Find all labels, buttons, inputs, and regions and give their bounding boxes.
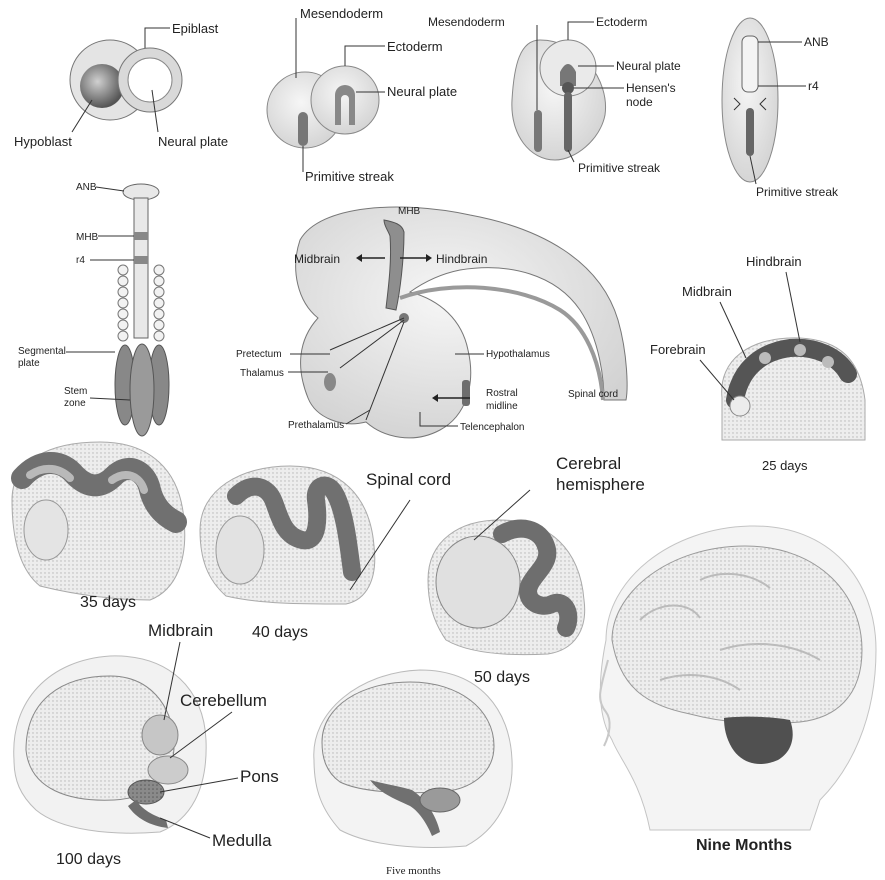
ectoderm-label-2: Ectoderm: [596, 15, 647, 29]
panel-35-days: 35 days: [12, 442, 185, 611]
caption-100-days: 100 days: [56, 851, 121, 868]
cerebral-hemisphere-label-line2: hemisphere: [556, 475, 645, 494]
hindbrain-vesicle-2: [822, 356, 834, 368]
hypoblast-core: [80, 64, 124, 108]
rostral-midline-label-line1: Rostral: [486, 388, 518, 399]
cerebral-hemisphere-50-days: [436, 536, 520, 628]
forebrain-35-days: [24, 500, 68, 560]
forebrain-40-days: [216, 516, 264, 584]
ectoderm-disc: [311, 66, 379, 134]
rostral-midline-label-line2: midline: [486, 401, 518, 412]
panel-elongated-embryo: ANB r4 Primitive streak: [722, 18, 839, 199]
midbrain-100-days: [142, 715, 178, 755]
pons-100-days: [128, 780, 164, 804]
midbrain-leader-2: [720, 302, 746, 358]
primitive-streak-label-2: Primitive streak: [578, 161, 661, 175]
telencephalon-label: Telencephalon: [460, 422, 525, 433]
caption-25-days: 25 days: [762, 458, 808, 473]
stem-zone-shape: [130, 344, 154, 436]
neural-tube-anterior: [742, 36, 758, 92]
caption-35-days: 35 days: [80, 594, 136, 611]
pretectum-label: Pretectum: [236, 349, 282, 360]
midbrain-label-2: Midbrain: [682, 284, 732, 299]
r4-label: r4: [808, 79, 819, 93]
mesendoderm-label: Mesendoderm: [300, 6, 383, 21]
embryonic-brain-outline: [296, 207, 627, 438]
medulla-label: Medulla: [212, 831, 272, 850]
neural-plate-label: Neural plate: [158, 134, 228, 149]
mhb-label-2: MHB: [398, 206, 421, 217]
anb-leader-2: [96, 187, 124, 191]
caption-five-months: Five months: [386, 865, 441, 877]
hindbrain-leader-2: [786, 272, 800, 342]
spinal-cord-label-2: Spinal cord: [366, 470, 451, 489]
cerebral-hemisphere-label-line1: Cerebral: [556, 454, 621, 473]
r4-band: [134, 256, 148, 264]
ectoderm-leader-2: [568, 22, 594, 40]
cerebellum-five-months: [420, 788, 460, 812]
hensens-node-label-line1: Hensen's: [626, 81, 676, 95]
ectoderm-label: Ectoderm: [387, 39, 443, 54]
midbrain-label-3: Midbrain: [148, 621, 213, 640]
panel-40-days: Spinal cord 40 days: [200, 466, 451, 641]
panel-early-embryo: Epiblast Hypoblast Neural plate: [14, 21, 228, 149]
primitive-streak-shape-2: [564, 92, 572, 152]
midbrain-vesicle: [759, 352, 771, 364]
mhb-label: MHB: [76, 232, 99, 243]
anb-label-2: ANB: [76, 182, 97, 193]
epiblast-label: Epiblast: [172, 21, 219, 36]
segmental-plate-label-line2: plate: [18, 358, 40, 369]
midbrain-label: Midbrain: [294, 252, 340, 266]
panel-neural-tube-somites: ANB MHB r4 Segmental plate Stem zone: [18, 182, 169, 436]
hypoblast-label: Hypoblast: [14, 134, 72, 149]
caption-nine-months: Nine Months: [696, 837, 792, 854]
mesendoderm-streak: [534, 110, 542, 152]
neural-plate-label-3: Neural plate: [616, 59, 681, 73]
mesendoderm-label-2: Mesendoderm: [428, 15, 505, 29]
epiblast-leader: [145, 28, 170, 48]
panel-25-days: Hindbrain Midbrain Forebrain 25 days: [650, 254, 865, 473]
cerebrum-five-months: [322, 682, 494, 793]
neural-plate-label-2: Neural plate: [387, 84, 457, 99]
panel-five-months: Five months: [314, 670, 512, 877]
somite-column-left: [118, 265, 128, 341]
pretectum-patch: [324, 373, 336, 391]
spinal-cord-label: Spinal cord: [568, 389, 618, 400]
thalamus-label: Thalamus: [240, 368, 284, 379]
hindbrain-vesicle-1: [794, 344, 806, 356]
panel-100-days: Midbrain Cerebellum Pons Medulla 100 day…: [14, 621, 279, 868]
pons-label: Pons: [240, 767, 279, 786]
stem-zone-label-line1: Stem: [64, 386, 87, 397]
hensens-node-label-line2: node: [626, 95, 653, 109]
caption-40-days: 40 days: [252, 624, 308, 641]
rostral-midline-patch: [462, 380, 470, 406]
mhb-band: [134, 232, 148, 240]
cerebellum-100-days: [148, 756, 188, 784]
caption-50-days: 50 days: [474, 669, 530, 686]
panel-nine-months: Nine Months: [600, 526, 876, 854]
r4-label-2: r4: [76, 255, 85, 266]
primitive-streak-label: Primitive streak: [305, 169, 394, 184]
neural-tube-shaft: [134, 198, 148, 338]
panel-gastrula: Mesendoderm Ectoderm Neural plate Primit…: [267, 6, 457, 184]
panel-neural-plate-stage: Mesendoderm Ectoderm Neural plate Hensen…: [428, 15, 681, 175]
panel-embryonic-brain-regions: MHB Midbrain Hindbrain Pretectum Thalamu…: [236, 206, 627, 438]
prethalamus-label: Prethalamus: [288, 420, 344, 431]
primitive-streak-shape: [298, 112, 308, 146]
ectoderm-leader: [345, 46, 385, 66]
somite-column-right: [154, 265, 164, 341]
neural-plate-region: [128, 58, 172, 102]
cerebellum-label: Cerebellum: [180, 691, 267, 710]
hindbrain-label: Hindbrain: [436, 252, 487, 266]
primitive-streak-label-3: Primitive streak: [756, 185, 839, 199]
stem-zone-label-line2: zone: [64, 398, 86, 409]
anb-label: ANB: [804, 35, 829, 49]
hypothalamus-label: Hypothalamus: [486, 349, 550, 360]
primitive-streak-shape-3: [746, 108, 754, 156]
hindbrain-label-2: Hindbrain: [746, 254, 802, 269]
forebrain-label: Forebrain: [650, 342, 706, 357]
segmental-plate-label-line1: Segmental: [18, 346, 66, 357]
